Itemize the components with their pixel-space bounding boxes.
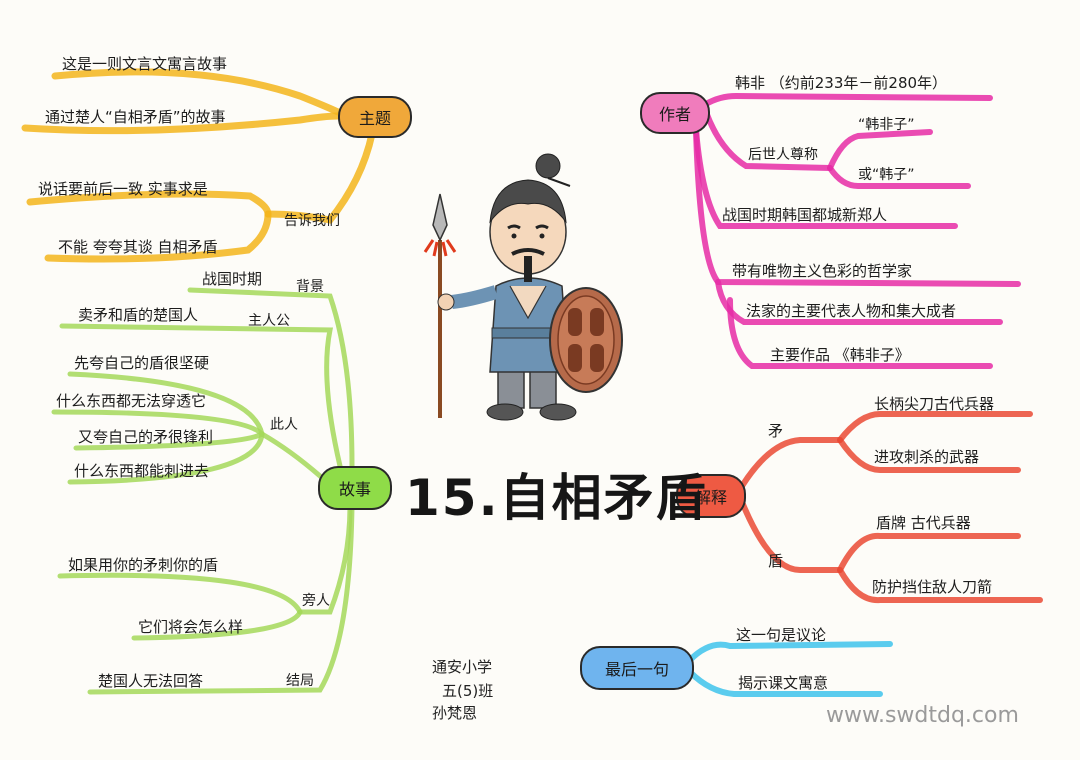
- author-item-works: 主要作品 《韩非子》: [770, 346, 910, 364]
- last-sentence-node: 最后一句: [580, 646, 694, 690]
- person-item-4: 什么东西都能刺进去: [74, 462, 210, 480]
- warrior-illustration: [423, 153, 623, 421]
- person-item-3: 又夸自己的矛很锋利: [78, 428, 214, 446]
- last-item-1: 这一句是议论: [736, 626, 827, 644]
- shield-item-1: 盾牌 古代兵器: [876, 514, 971, 532]
- protagonist-value: 卖矛和盾的楚国人: [78, 306, 199, 324]
- story-node: 故事: [318, 466, 392, 510]
- theme-branch-line: [44, 210, 272, 263]
- spear-item-2: 进攻刺杀的武器: [874, 448, 980, 466]
- story-branch-line: [87, 503, 355, 695]
- signature-name: 孙梵恩: [432, 704, 478, 722]
- theme-branch-line: [21, 112, 342, 135]
- bystander-item-1: 如果用你的矛刺你的盾: [68, 556, 219, 574]
- bystander-item-2: 它们将会怎么样: [138, 618, 244, 636]
- author-branch-line: [693, 127, 1021, 287]
- story-branch-line: [67, 371, 265, 437]
- author-item-legalist: 法家的主要代表人物和集大成者: [746, 302, 957, 320]
- theme-branch-line: [26, 190, 272, 218]
- signature-class: 五(5)班: [442, 682, 494, 700]
- author-branch-lines: [693, 92, 1021, 369]
- honor-item-1: “韩非子”: [858, 117, 915, 133]
- author-node-label: 作者: [658, 105, 691, 124]
- explain-branch-lines: [739, 411, 1043, 604]
- theme-node-label: 主题: [358, 109, 391, 128]
- story-branch-line: [51, 409, 265, 437]
- last-sentence-node-label: 最后一句: [604, 660, 669, 679]
- last-branch-lines: [687, 641, 893, 697]
- watermark: www.swdtdq.com: [826, 703, 1019, 728]
- last-item-2: 揭示课文寓意: [738, 674, 829, 692]
- spear-item-1: 长柄尖刀古代兵器: [874, 395, 995, 413]
- explain-branch-line: [837, 437, 1021, 473]
- story-branch-line: [67, 431, 265, 485]
- background-label: 背景: [296, 279, 324, 295]
- author-branch-line: [827, 165, 971, 189]
- ending-value: 楚国人无法回答: [98, 672, 204, 690]
- story-branch-line: [73, 431, 265, 451]
- author-node: 作者: [640, 92, 710, 134]
- author-branch-line: [727, 297, 993, 369]
- author-branch-line: [827, 129, 933, 171]
- story-node-label: 故事: [338, 480, 371, 499]
- honor-label: 后世人尊称: [748, 147, 818, 163]
- shield-label: 盾: [768, 552, 784, 570]
- author-item-name: 韩非 （约前233年－前280年）: [735, 74, 948, 92]
- story-branch-line: [57, 572, 303, 615]
- story-branch-line: [131, 609, 303, 641]
- spear-label: 矛: [768, 422, 784, 440]
- explain-node-label: 解释: [694, 488, 727, 507]
- author-branch-line: [703, 92, 993, 107]
- explain-node: 解释: [676, 474, 746, 518]
- author-item-philosopher: 带有唯物主义色彩的哲学家: [732, 262, 913, 280]
- story-branch-lines: [51, 287, 355, 695]
- story-branch-line: [259, 431, 323, 479]
- tells-item-2: 不能 夸夸其谈 自相矛盾: [58, 238, 218, 256]
- background-value: 战国时期: [202, 270, 263, 288]
- bystander-label: 旁人: [302, 593, 330, 609]
- person-item-1: 先夸自己的盾很坚硬: [74, 354, 210, 372]
- author-item-hometown: 战国时期韩国都城新郑人: [722, 206, 888, 224]
- protagonist-label: 主人公: [248, 313, 290, 329]
- shield-item-2: 防护挡住敌人刀箭: [872, 578, 993, 596]
- tells-item-1: 说话要前后一致 实事求是: [38, 180, 208, 198]
- explain-branch-line: [837, 567, 1043, 604]
- author-branch-line: [703, 109, 833, 171]
- last-branch-line: [687, 641, 893, 663]
- signature-school: 通安小学: [432, 658, 493, 676]
- person-label: 此人: [270, 417, 298, 433]
- theme-node: 主题: [338, 96, 412, 138]
- theme-branch-line: [51, 68, 342, 116]
- theme-item-1: 这是一则文言文寓言故事: [62, 55, 228, 73]
- honor-item-2: 或“韩子”: [858, 167, 915, 183]
- story-branch-line: [59, 323, 343, 469]
- explain-branch-line: [739, 499, 843, 573]
- ending-label: 结局: [286, 673, 314, 689]
- explain-branch-line: [837, 411, 1033, 443]
- explain-branch-line: [837, 532, 1021, 573]
- last-branch-line: [687, 669, 883, 697]
- theme-item-2: 通过楚人“自相矛盾”的故事: [45, 108, 226, 126]
- spear-tip-icon: [432, 193, 448, 242]
- person-item-2: 什么东西都无法穿透它: [56, 392, 207, 410]
- spear-tassel-icon: [423, 239, 457, 257]
- theme-branch-line: [264, 130, 376, 224]
- explain-branch-line: [739, 437, 843, 489]
- tells-label: 告诉我们: [284, 213, 340, 229]
- center-title: 15.自相矛盾: [405, 469, 708, 527]
- story-branch-line: [187, 287, 355, 469]
- theme-branch-lines: [21, 68, 376, 263]
